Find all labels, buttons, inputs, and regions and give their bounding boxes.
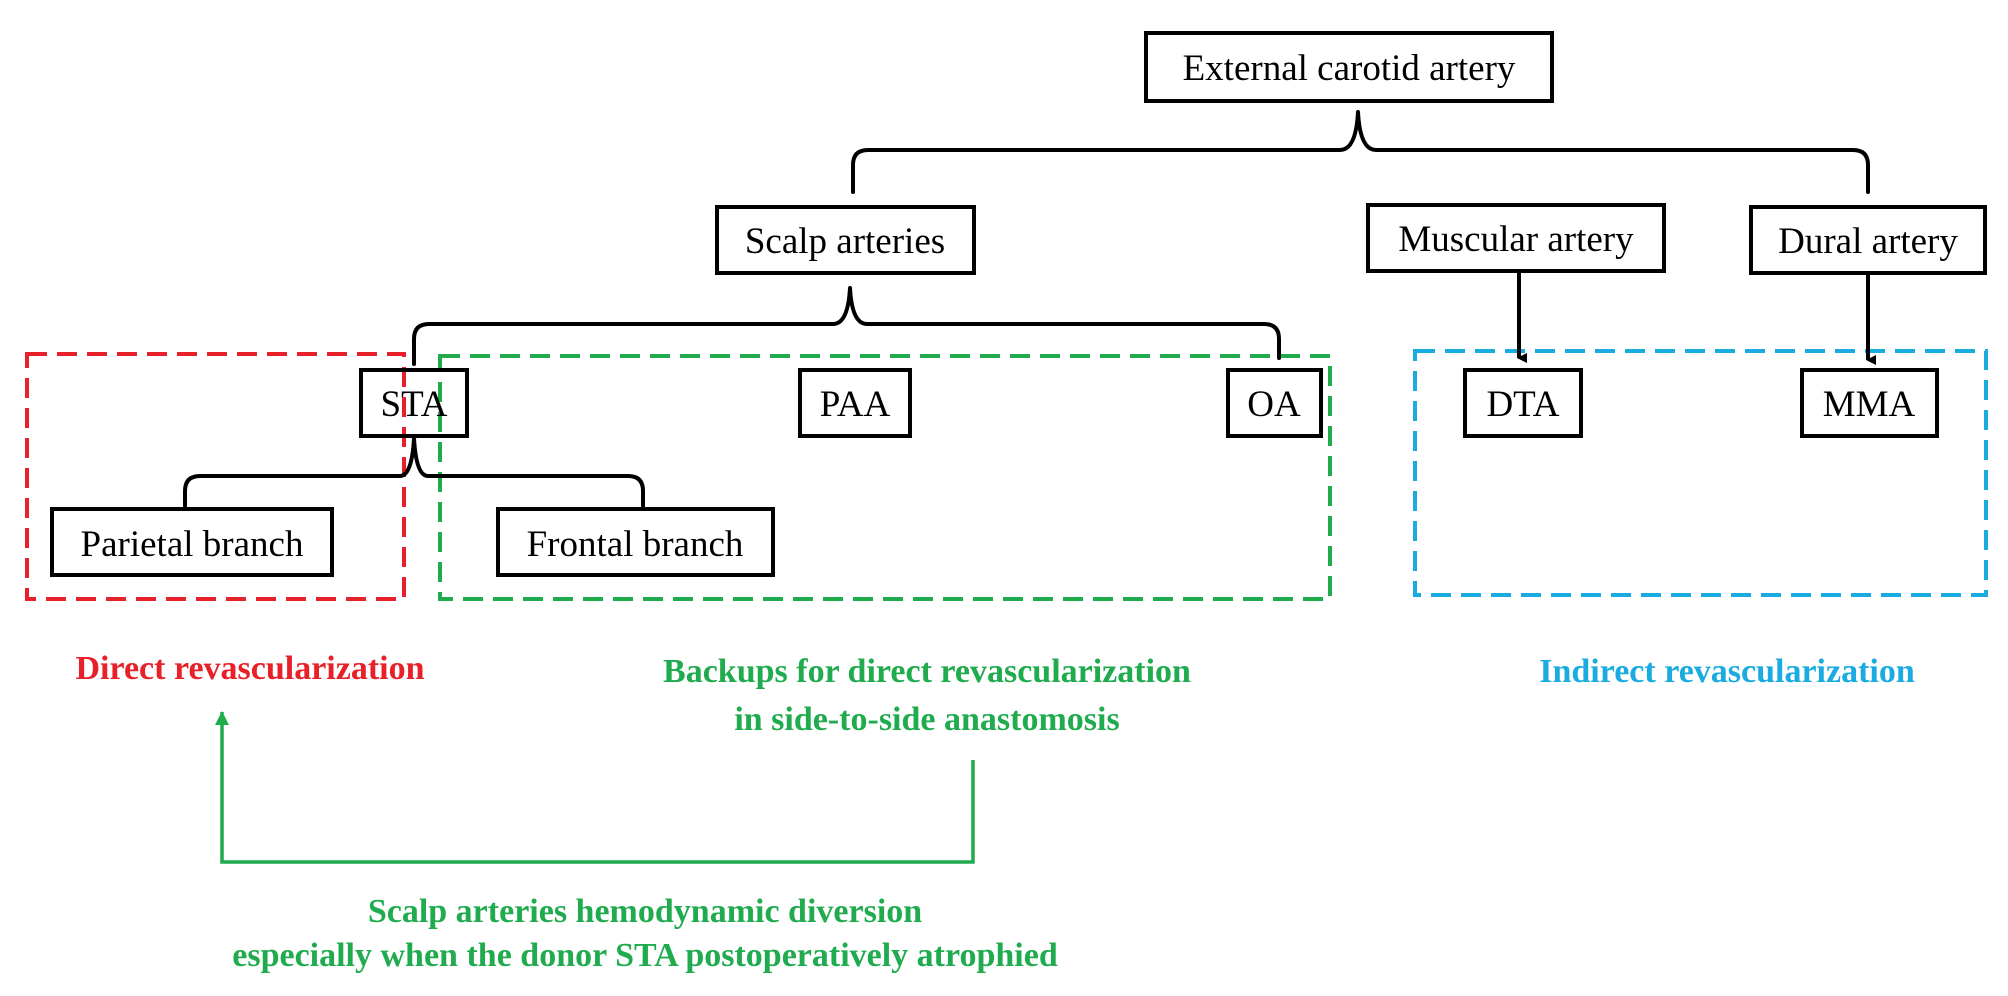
node-muscular-artery: Muscular artery bbox=[1366, 203, 1666, 273]
node-dta-label: DTA bbox=[1486, 384, 1559, 425]
node-dural-label: Dural artery bbox=[1778, 221, 1958, 262]
node-frontal-branch: Frontal branch bbox=[496, 507, 775, 577]
node-mma-label: MMA bbox=[1823, 384, 1916, 425]
node-scalp-arteries: Scalp arteries bbox=[715, 205, 976, 275]
sta-brace bbox=[183, 436, 645, 508]
node-dta: DTA bbox=[1463, 368, 1583, 438]
indirect-revascularization-box bbox=[1413, 349, 1988, 597]
diversion-arrow bbox=[215, 711, 975, 864]
node-sta: STA bbox=[359, 368, 469, 438]
node-muscular-label: Muscular artery bbox=[1398, 219, 1634, 260]
node-parietal-branch: Parietal branch bbox=[50, 507, 334, 577]
scalp-brace bbox=[412, 286, 1281, 366]
backup-label-line1: Backups for direct revascularization bbox=[663, 653, 1191, 690]
indirect-revascularization-label: Indirect revascularization bbox=[1539, 653, 1915, 690]
node-oa: OA bbox=[1226, 368, 1323, 438]
node-eca-label: External carotid artery bbox=[1183, 48, 1516, 89]
node-frontal-label: Frontal branch bbox=[527, 524, 744, 565]
diversion-label-line2: especially when the donor STA postoperat… bbox=[232, 937, 1058, 974]
node-scalp-label: Scalp arteries bbox=[745, 221, 945, 262]
node-mma: MMA bbox=[1800, 368, 1939, 438]
node-paa: PAA bbox=[798, 368, 912, 438]
node-paa-label: PAA bbox=[820, 384, 891, 425]
node-oa-label: OA bbox=[1247, 384, 1301, 425]
node-dural-artery: Dural artery bbox=[1749, 205, 1987, 275]
backup-label-line2: in side-to-side anastomosis bbox=[734, 701, 1119, 738]
eca-brace bbox=[851, 110, 1870, 194]
direct-revascularization-label: Direct revascularization bbox=[75, 650, 424, 687]
node-parietal-label: Parietal branch bbox=[81, 524, 304, 565]
node-sta-label: STA bbox=[381, 384, 448, 425]
node-external-carotid-artery: External carotid artery bbox=[1144, 31, 1554, 103]
diversion-label-line1: Scalp arteries hemodynamic diversion bbox=[368, 893, 922, 930]
